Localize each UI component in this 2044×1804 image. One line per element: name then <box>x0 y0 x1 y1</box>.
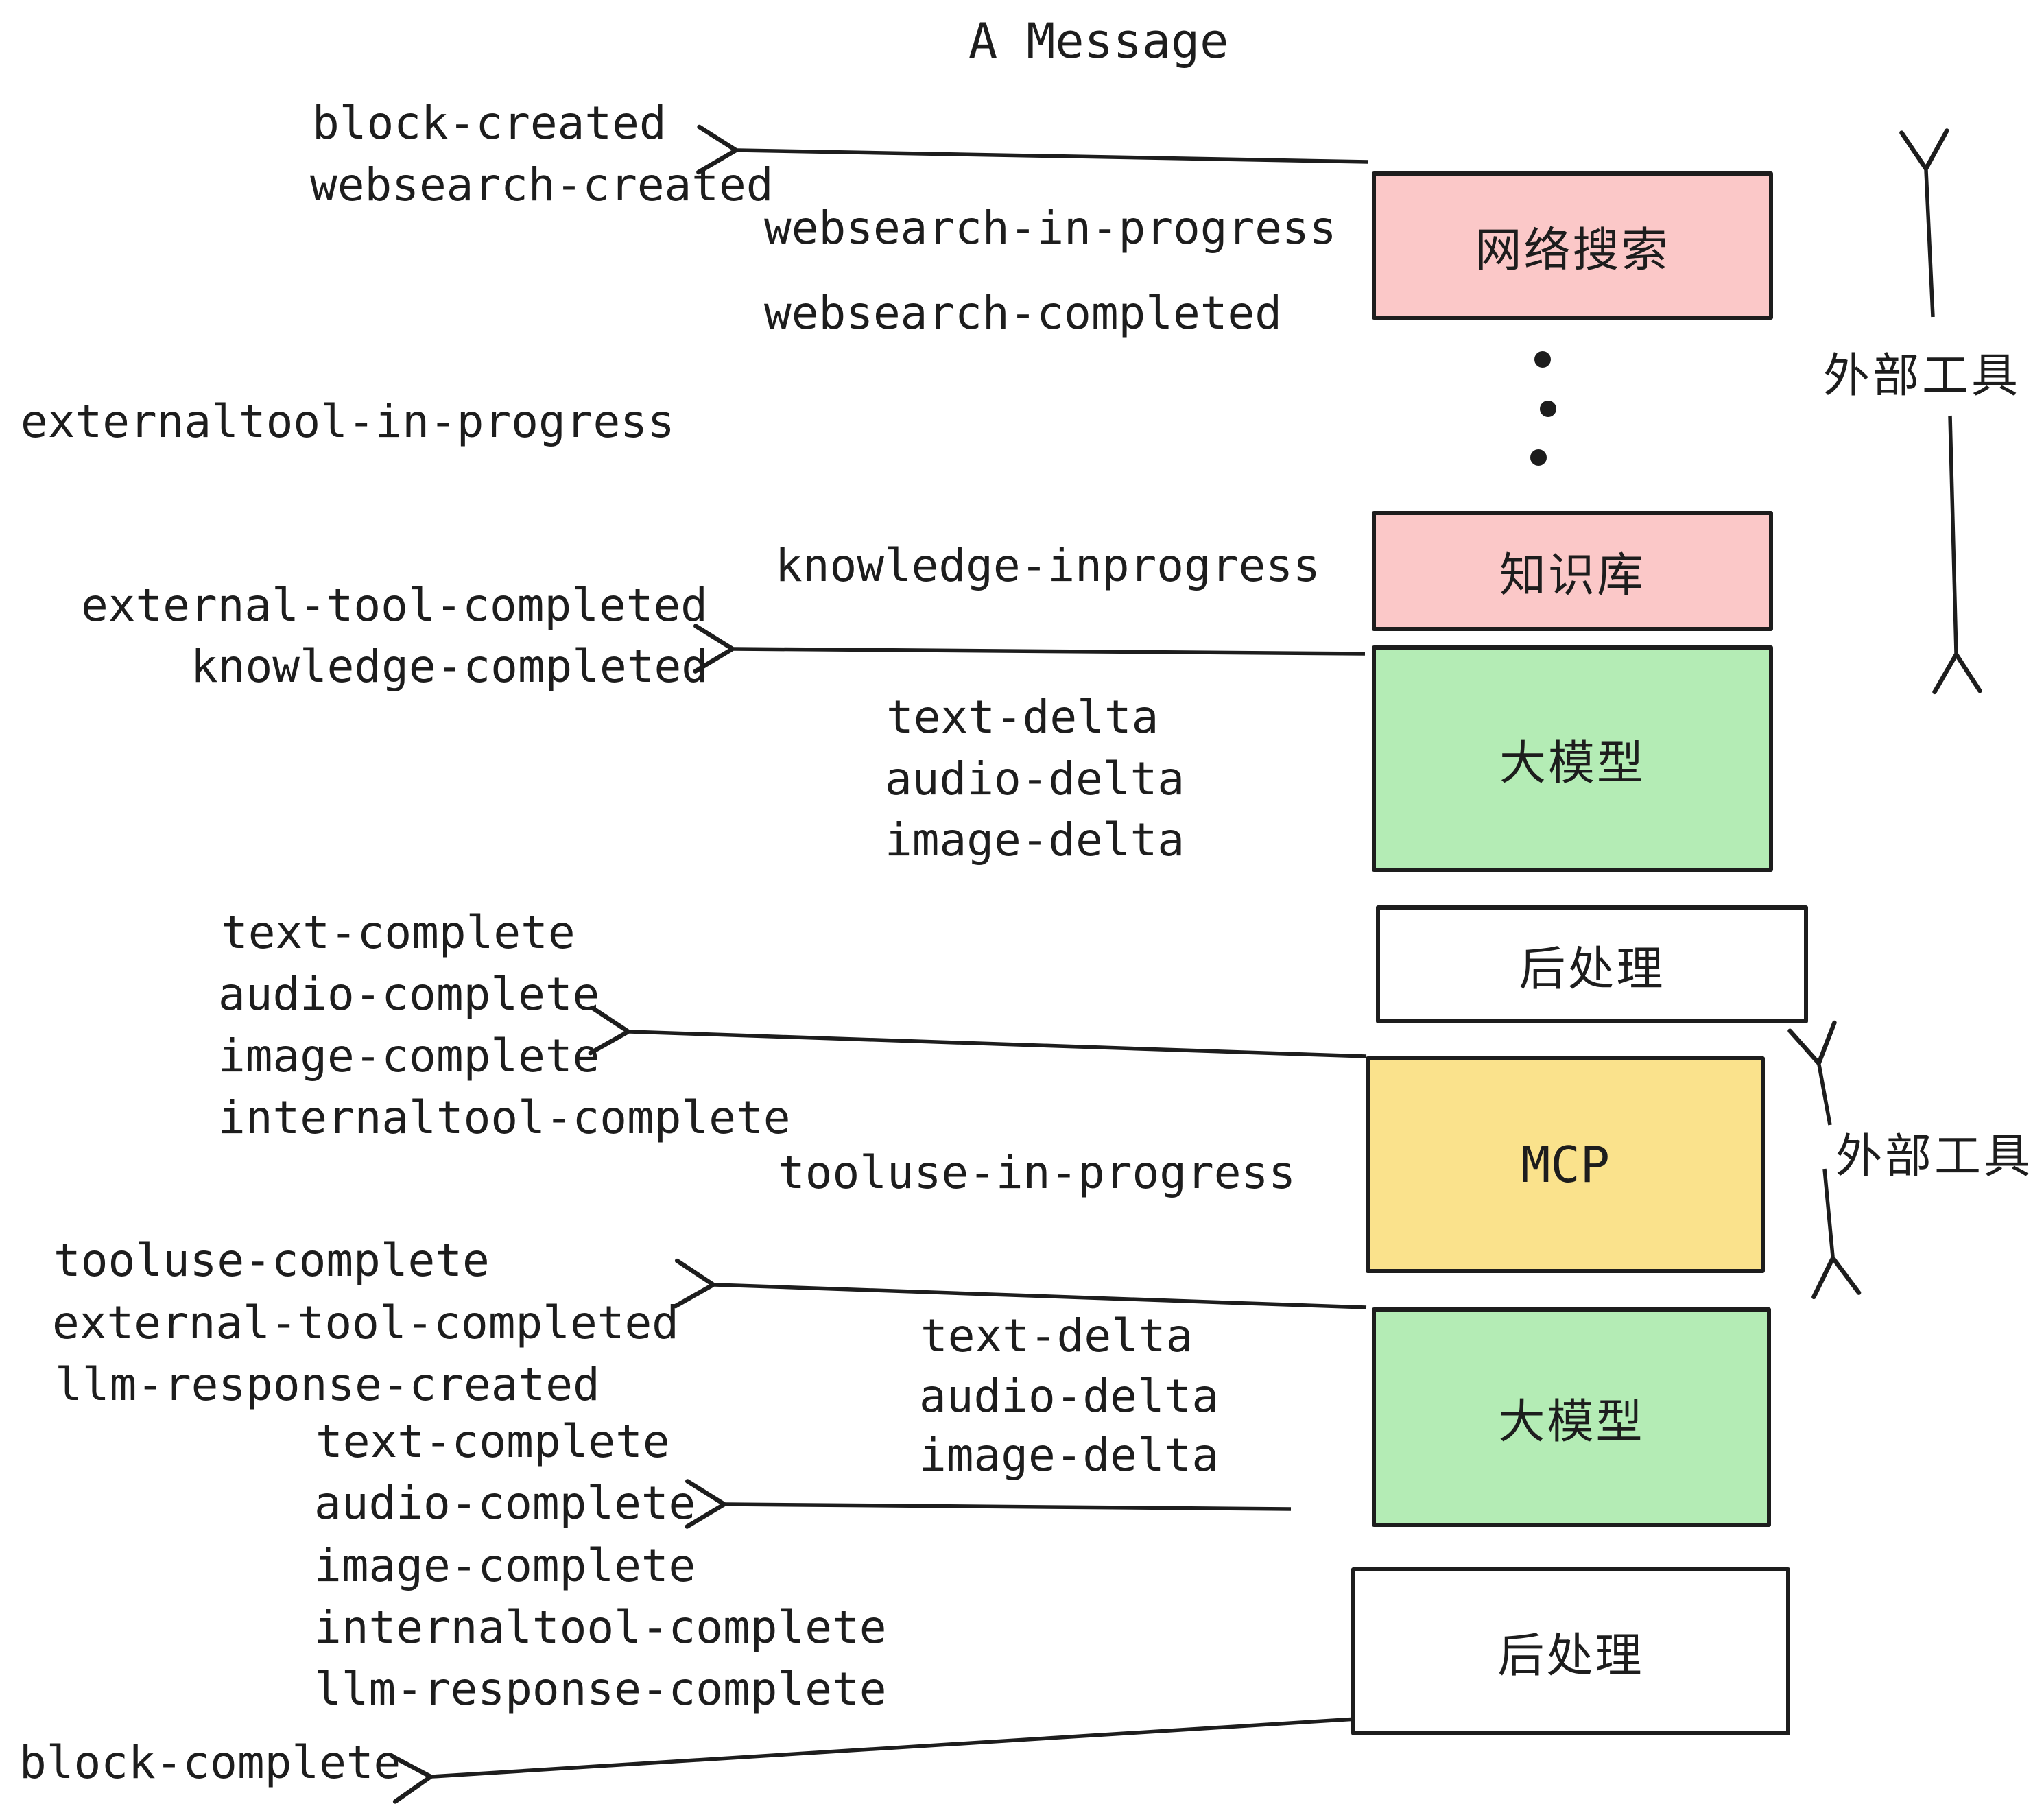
event-label-internaltool-complete-2: internaltool-complete <box>314 1601 887 1654</box>
event-label-llm-response-created: llm-response-created <box>55 1358 600 1411</box>
arrow-tooluse-complete <box>673 1258 1367 1309</box>
box-knowledge: 知识库 <box>1372 511 1773 631</box>
event-label-text-delta-1: text-delta <box>886 691 1159 744</box>
box-llm-2-label: 大模型 <box>1498 1395 1645 1448</box>
box-mcp-label: MCP <box>1520 1136 1611 1194</box>
diagram-title: A Message <box>968 13 1229 69</box>
event-label-text-delta-2: text-delta <box>920 1309 1193 1362</box>
event-label-external-tool-completed: external-tool-completed <box>81 579 708 632</box>
box-websearch-label: 网络搜索 <box>1475 224 1670 276</box>
box-llm-1: 大模型 <box>1372 645 1773 872</box>
event-label-knowledge-inprogress: knowledge-inprogress <box>775 539 1320 592</box>
arrow-knowledge-completed <box>693 624 1366 674</box>
arrow-external-tools-top-up <box>1899 128 1949 318</box>
event-label-image-complete-2: image-complete <box>314 1539 696 1592</box>
box-mcp: MCP <box>1366 1056 1765 1273</box>
arrow-websearch-created <box>696 124 1369 175</box>
box-llm-2: 大模型 <box>1372 1307 1771 1527</box>
event-label-block-created: block-created <box>312 97 667 150</box>
event-label-audio-delta-2: audio-delta <box>919 1370 1220 1423</box>
event-label-image-delta-2: image-delta <box>919 1429 1220 1482</box>
box-knowledge-label: 知识库 <box>1499 549 1645 602</box>
event-label-knowledge-completed: knowledge-completed <box>191 640 709 693</box>
event-label-image-delta-1: image-delta <box>885 814 1185 866</box>
arrow-audio-complete <box>685 1479 1292 1529</box>
arrow-external-tools-mid-down <box>1811 1168 1862 1300</box>
event-label-tooluse-in-progress: tooluse-in-progress <box>778 1146 1296 1199</box>
arrow-external-tools-mid-up <box>1787 1020 1837 1126</box>
event-label-websearch-in-progress: websearch-in-progress <box>764 202 1337 254</box>
event-label-audio-delta-1: audio-delta <box>885 752 1185 805</box>
box-llm-1-label: 大模型 <box>1499 737 1645 790</box>
event-label-internaltool-complete-1: internaltool-complete <box>218 1091 791 1144</box>
event-label-external-tool-completed-2: external-tool-completed <box>52 1296 679 1349</box>
arrow-image-complete <box>588 1005 1367 1058</box>
event-label-tooluse-complete: tooluse-complete <box>54 1234 490 1287</box>
ellipsis-dots <box>1530 351 1556 466</box>
event-label-block-complete: block-complete <box>19 1736 401 1789</box>
event-label-websearch-completed: websearch-completed <box>764 287 1282 340</box>
arrow-external-tools-top-down <box>1932 415 1982 695</box>
event-label-audio-complete-1: audio-complete <box>218 968 600 1021</box>
box-postprocess-1: 后处理 <box>1376 905 1808 1023</box>
event-label-text-complete-1: text-complete <box>221 906 575 959</box>
box-postprocess-2: 后处理 <box>1351 1567 1790 1735</box>
box-websearch: 网络搜索 <box>1372 171 1773 320</box>
event-label-websearch-created: websearch-created <box>310 158 774 211</box>
event-label-image-complete-1: image-complete <box>218 1030 600 1082</box>
arrow-block-complete <box>390 1717 1357 1804</box>
event-label-externaltool-in-progress: externaltool-in-progress <box>21 395 675 448</box>
event-label-text-complete-2: text-complete <box>316 1415 670 1468</box>
side-label-external-tools-middle: 外部工具 <box>1835 1130 2034 1183</box>
event-label-llm-response-complete: llm-response-complete <box>314 1663 887 1716</box>
side-label-external-tools-top: 外部工具 <box>1823 350 2021 402</box>
event-label-audio-complete-2: audio-complete <box>314 1477 696 1530</box>
box-postprocess-1-label: 后处理 <box>1519 942 1665 995</box>
box-postprocess-2-label: 后处理 <box>1497 1630 1644 1682</box>
